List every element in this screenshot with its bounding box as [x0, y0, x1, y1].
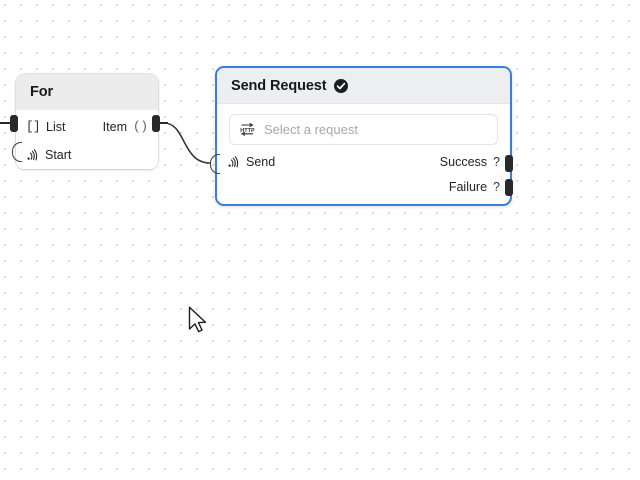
node-send-request-output-failure[interactable]: Failure ?	[449, 180, 500, 194]
node-send-request-row-send: Send Success ?	[217, 151, 510, 173]
unknown-type-icon: ?	[493, 180, 500, 194]
port-connector-send-request-success[interactable]	[505, 155, 513, 172]
node-send-request-body: HTTP Select a request	[217, 104, 510, 204]
signal-icon	[26, 148, 39, 162]
node-send-request[interactable]: Send Request HTTP	[215, 66, 512, 206]
http-icon: HTTP	[240, 122, 255, 137]
svg-text:HTTP: HTTP	[240, 128, 255, 134]
edge-for-item-to-send-request-send[interactable]	[163, 122, 211, 164]
signal-icon	[227, 155, 240, 169]
node-send-request-output-failure-label: Failure	[448, 180, 488, 194]
node-send-request-row-failure: Failure ?	[217, 176, 510, 198]
port-connector-for-start[interactable]	[12, 142, 22, 162]
node-for-row-list: [] List Item ()	[16, 116, 158, 138]
request-select-placeholder: Select a request	[264, 122, 358, 137]
node-send-request-title: Send Request	[231, 77, 327, 94]
port-stub-for-item	[160, 122, 168, 124]
verified-check-icon	[333, 78, 348, 93]
node-for-input-list-label: List	[46, 120, 66, 134]
node-for-input-list[interactable]: [] List	[26, 120, 65, 134]
node-for-input-start[interactable]: Start	[26, 148, 71, 162]
brackets-icon: []	[26, 120, 41, 134]
node-for-body: [] List Item ()	[16, 110, 158, 169]
node-for-row-start: Start	[16, 144, 158, 166]
port-connector-send-request-failure[interactable]	[505, 179, 513, 196]
parens-icon: ()	[132, 120, 148, 134]
request-select-field[interactable]: HTTP Select a request	[229, 114, 498, 145]
unknown-type-icon: ?	[493, 155, 500, 169]
node-for-title: For	[30, 84, 54, 100]
port-connector-for-list[interactable]	[10, 115, 18, 132]
node-send-request-input-send-label: Send	[246, 155, 276, 169]
node-for[interactable]: For [] List Item ()	[16, 74, 158, 169]
node-send-request-input-send[interactable]: Send	[227, 155, 275, 169]
node-send-request-header[interactable]: Send Request	[217, 68, 510, 104]
node-for-output-item-label: Item	[102, 120, 127, 134]
node-for-header[interactable]: For	[16, 74, 158, 110]
port-connector-send-request-send[interactable]	[210, 154, 220, 174]
port-stub-for-list	[0, 122, 11, 124]
arrow-pointer-icon	[188, 306, 208, 336]
node-for-input-start-label: Start	[45, 148, 72, 162]
port-connector-for-item[interactable]	[152, 115, 160, 132]
node-send-request-output-success[interactable]: Success ?	[440, 155, 500, 169]
node-for-output-item[interactable]: Item ()	[103, 120, 148, 134]
node-send-request-output-success-label: Success	[439, 155, 488, 169]
